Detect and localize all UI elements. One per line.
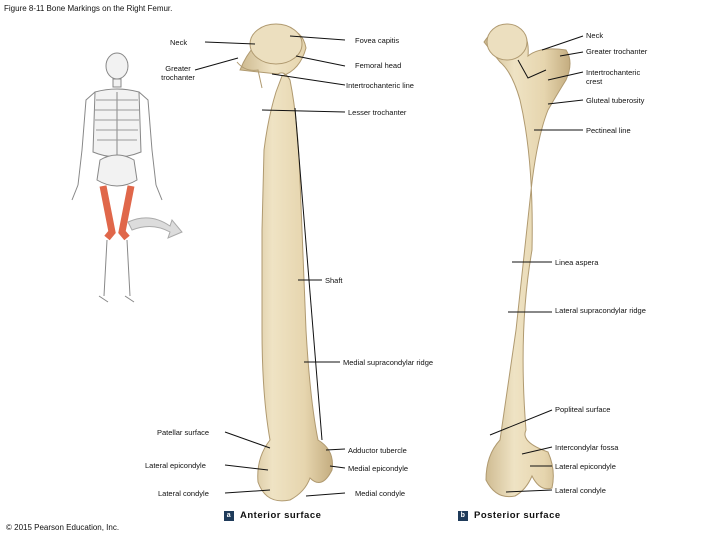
panel-b-caption: b Posterior surface [458, 510, 561, 521]
panel-a-caption: a Anterior surface [224, 510, 321, 521]
label-shaft: Shaft [325, 276, 343, 285]
femur-posterior [483, 23, 571, 498]
label-lateral-condyle-anterior: Lateral condyle [158, 489, 209, 498]
label-gluteal-tuberosity: Gluteal tuberosity [586, 96, 645, 105]
label-intertrochanteric-line: Intertrochanteric line [346, 81, 414, 90]
label-pectineal-line: Pectineal line [586, 126, 631, 135]
label-lateral-supracondylar-ridge: Lateral supracondylar ridge [555, 306, 646, 315]
label-greater-trochanter-anterior: Greater trochanter [161, 64, 195, 82]
femur-anterior [236, 23, 333, 502]
label-greater-trochanter-posterior: Greater trochanter [586, 47, 648, 56]
panel-a-title: Anterior surface [240, 510, 322, 521]
arrow-icon [127, 217, 183, 239]
label-medial-condyle: Medial condyle [355, 489, 406, 498]
leader-lines [194, 35, 584, 497]
label-lesser-trochanter: Lesser trochanter [348, 108, 407, 117]
label-patellar-surface: Patellar surface [157, 428, 210, 437]
panel-b-title: Posterior surface [474, 510, 561, 521]
panel-b-badge: b [458, 511, 468, 521]
skeleton-illustration [71, 52, 163, 303]
copyright-notice: © 2015 Pearson Education, Inc. [6, 523, 120, 532]
label-fovea-capitis: Fovea capitis [355, 36, 400, 45]
label-linea-aspera: Linea aspera [555, 258, 599, 267]
label-medial-epicondyle: Medial epicondyle [348, 464, 409, 473]
label-popliteal-surface: Popliteal surface [555, 405, 611, 414]
label-intercondylar-fossa: Intercondylar fossa [555, 443, 619, 452]
figure-title: Figure 8-11 Bone Markings on the Right F… [4, 4, 173, 13]
label-adductor-tubercle: Adductor tubercle [348, 446, 407, 455]
label-neck-anterior: Neck [170, 38, 188, 47]
label-lateral-condyle-posterior: Lateral condyle [555, 486, 606, 495]
label-lateral-epicondyle-posterior: Lateral epicondyle [555, 462, 616, 471]
panel-a-badge: a [224, 511, 234, 521]
label-intertrochanteric-crest: Intertrochanteric crest [586, 68, 641, 86]
label-lateral-epicondyle-anterior: Lateral epicondyle [145, 461, 206, 470]
label-neck-posterior: Neck [586, 31, 604, 40]
label-medial-supracondylar-ridge: Medial supracondylar ridge [343, 358, 434, 367]
label-femoral-head: Femoral head [355, 61, 402, 70]
